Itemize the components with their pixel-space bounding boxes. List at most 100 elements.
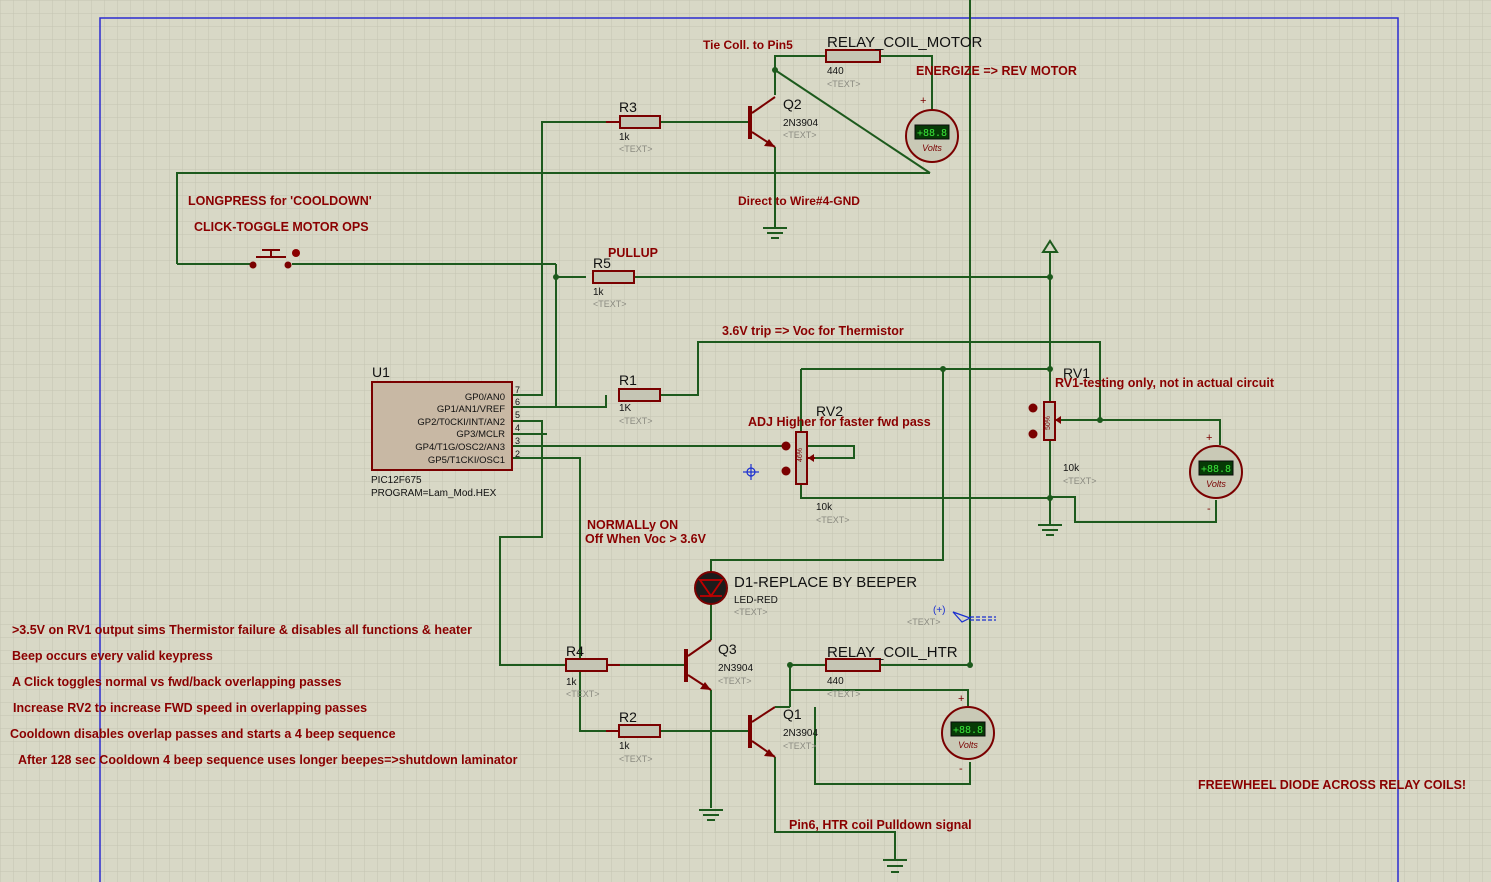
transistor-q3[interactable]: Q3 2N3904 <TEXT> (684, 639, 753, 691)
note-trip: 3.6V trip => Voc for Thermistor (722, 324, 904, 338)
power-terminal (1041, 239, 1059, 253)
description-line-1: >3.5V on RV1 output sims Thermistor fail… (12, 623, 472, 637)
voltage-probe[interactable]: (+) <TEXT> (907, 605, 996, 627)
led-d1[interactable]: D1-REPLACE BY BEEPER LED-RED <TEXT> (694, 571, 917, 617)
description-line-6: After 128 sec Cooldown 4 beep sequence u… (18, 753, 518, 767)
r4-value: 1k (566, 677, 578, 688)
pushbutton-switch[interactable] (249, 249, 301, 269)
potentiometer-rv2[interactable]: 46% RV2 10k <TEXT> (781, 403, 850, 525)
r5-value: 1k (593, 287, 605, 298)
q3-ref: Q3 (718, 641, 737, 657)
r2-ref: R2 (619, 709, 637, 725)
u1-program: PROGRAM=Lam_Mod.HEX (371, 488, 497, 499)
description-line-5: Cooldown disables overlap passes and sta… (10, 727, 396, 741)
relay-htr-text: <TEXT> (827, 689, 861, 699)
transistor-q1[interactable]: Q1 2N3904 <TEXT> (748, 706, 818, 758)
relay-motor-ref: RELAY_COIL_MOTOR (827, 34, 982, 51)
u1-pinnum-4: 4 (515, 423, 520, 433)
resistor-r1[interactable]: R1 1K <TEXT> (618, 372, 661, 426)
r1-text: <TEXT> (619, 416, 653, 426)
relay-htr-value: 440 (827, 676, 844, 687)
relay-htr-ref: RELAY_COIL_HTR (827, 644, 958, 661)
transistor-q2[interactable]: Q2 2N3904 <TEXT> (748, 96, 818, 148)
voltmeter-rv1-minus: - (1207, 503, 1211, 515)
voltmeter-rv1-display: +88.8 (1201, 464, 1231, 475)
q2-text: <TEXT> (783, 130, 817, 140)
note-freewheel: FREEWHEEL DIODE ACROSS RELAY COILS! (1198, 778, 1466, 792)
voltmeter-htr-minus: - (959, 763, 963, 775)
ground-q3 (699, 809, 723, 821)
note-click-toggle: CLICK-TOGGLE MOTOR OPS (194, 220, 369, 234)
potentiometer-rv1[interactable]: 50% RV1 10k <TEXT> (1028, 365, 1097, 486)
u1-pin-gp2: GP2/T0CKI/INT/AN2 (417, 417, 505, 428)
voltmeter-htr-plus: + (958, 693, 964, 705)
ground-q2 (763, 227, 787, 239)
rv2-value: 10k (816, 502, 833, 513)
voltmeter-motor[interactable]: +88.8 Volts + (905, 95, 959, 163)
relay-motor-value: 440 (827, 66, 844, 77)
resistor-r3[interactable]: R3 1k <TEXT> (606, 99, 661, 154)
r4-text: <TEXT> (566, 689, 600, 699)
description-line-3: A Click toggles normal vs fwd/back overl… (12, 675, 342, 689)
u1-pinnum-7: 7 (515, 385, 520, 395)
note-longpress: LONGPRESS for 'COOLDOWN' (188, 194, 372, 208)
u1-pinnum-6: 6 (515, 397, 520, 407)
ground-rv1 (1038, 524, 1062, 536)
rv1-text: <TEXT> (1063, 476, 1097, 486)
r2-value: 1k (619, 741, 631, 752)
u1-pin-gp4: GP4/T1G/OSC2/AN3 (415, 442, 505, 453)
note-pin6: Pin6, HTR coil Pulldown signal (789, 818, 972, 832)
r2-text: <TEXT> (619, 754, 653, 764)
probe-text: <TEXT> (907, 617, 941, 627)
voltmeter-motor-plus: + (920, 95, 926, 107)
voltmeter-motor-display: +88.8 (917, 128, 947, 139)
rv2-text: <TEXT> (816, 515, 850, 525)
q1-ref: Q1 (783, 706, 802, 722)
q3-text: <TEXT> (718, 676, 752, 686)
r5-text: <TEXT> (593, 299, 627, 309)
u1-pic12f675[interactable]: U1 GP0/AN0 GP1/AN1/VREF GP2/T0CKI/INT/AN… (371, 364, 520, 499)
r3-ref: R3 (619, 99, 637, 115)
q2-part: 2N3904 (783, 118, 818, 129)
r4-ref: R4 (566, 643, 584, 659)
note-pullup: PULLUP (608, 246, 658, 260)
note-direct-gnd: Direct to Wire#4-GND (738, 194, 860, 208)
notes: Tie Coll. to Pin5 ENERGIZE => REV MOTOR … (188, 38, 1466, 832)
voltmeter-rv1[interactable]: +88.8 Volts + - (1189, 432, 1243, 515)
rv2-knob: 46% (797, 448, 804, 462)
voltmeter-rv1-plus: + (1206, 432, 1212, 444)
voltmeter-motor-unit: Volts (922, 143, 942, 153)
d1-ref: D1-REPLACE BY BEEPER (734, 574, 917, 591)
note-off-when: Off When Voc > 3.6V (585, 532, 707, 546)
probe-label: (+) (933, 605, 946, 616)
voltmeter-htr[interactable]: +88.8 Volts + - (941, 693, 995, 775)
r3-value: 1k (619, 132, 631, 143)
junctions (553, 67, 1103, 668)
d1-part: LED-RED (734, 595, 778, 606)
note-normally-on: NORMALLy ON (587, 518, 678, 532)
r5-ref: R5 (593, 255, 611, 271)
relay-motor-text: <TEXT> (827, 79, 861, 89)
u1-pin-gp1: GP1/AN1/VREF (437, 404, 505, 415)
rv1-knob: 50% (1045, 416, 1052, 430)
relay-coil-htr[interactable]: RELAY_COIL_HTR 440 <TEXT> (825, 644, 958, 699)
resistor-r4[interactable]: R4 1k <TEXT> (565, 643, 620, 699)
note-adj: ADJ Higher for faster fwd pass (748, 415, 931, 429)
relay-coil-motor[interactable]: RELAY_COIL_MOTOR 440 <TEXT> (825, 34, 982, 89)
u1-pin-gp0: GP0/AN0 (465, 392, 505, 403)
u1-part: PIC12F675 (371, 475, 422, 486)
voltmeter-htr-display: +88.8 (953, 725, 983, 736)
voltmeter-htr-unit: Volts (958, 740, 978, 750)
description-line-2: Beep occurs every valid keypress (12, 649, 213, 663)
rv1-value: 10k (1063, 463, 1080, 474)
note-energize: ENERGIZE => REV MOTOR (916, 64, 1077, 78)
origin-marker (743, 464, 759, 480)
q1-part: 2N3904 (783, 728, 818, 739)
resistor-r5[interactable]: R5 1k <TEXT> (592, 255, 635, 309)
r1-value: 1K (619, 403, 632, 414)
u1-pin-gp3: GP3/MCLR (456, 429, 505, 440)
resistor-r2[interactable]: R2 1k <TEXT> (606, 709, 661, 764)
u1-pinnum-5: 5 (515, 410, 520, 420)
